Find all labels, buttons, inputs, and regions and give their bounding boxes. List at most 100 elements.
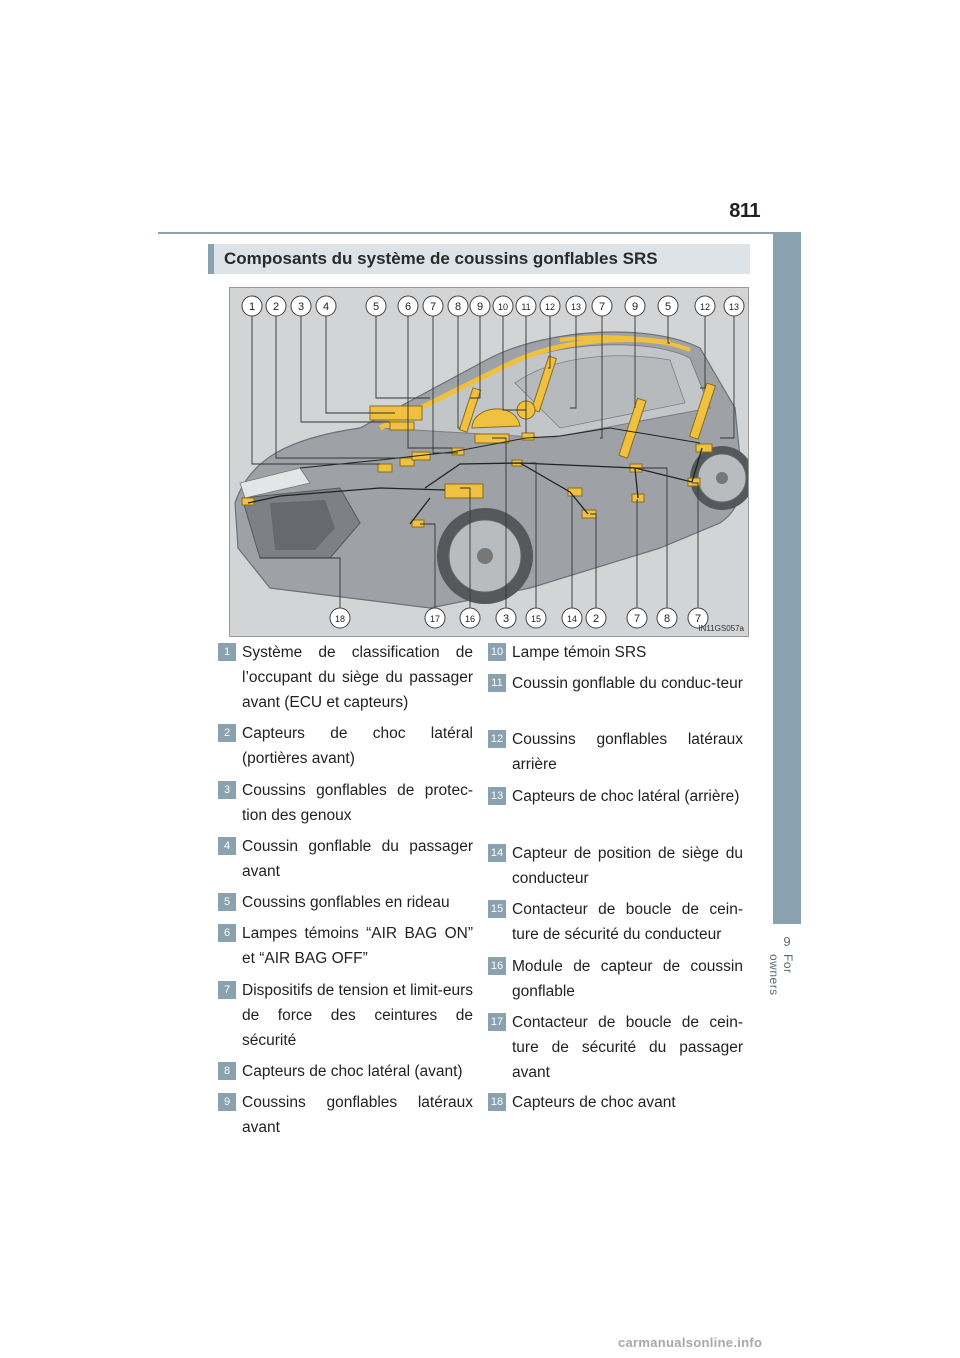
legend-number-badge: 15 (488, 900, 506, 918)
callout-top-15: 5 (658, 296, 678, 316)
chapter-number: 9 (773, 934, 801, 949)
legend-number-badge: 11 (488, 674, 506, 692)
callout-bottom-8: 8 (657, 608, 677, 628)
callout-label: 13 (571, 302, 581, 312)
legend-text: Module de capteur de coussin gonflable (512, 954, 743, 1004)
legend-number-badge: 3 (218, 781, 236, 799)
legend-text: Capteurs de choc latéral (arrière) (512, 784, 743, 809)
chapter-tab (773, 234, 801, 924)
callout-label: 7 (599, 301, 605, 313)
legend-number-badge: 13 (488, 787, 506, 805)
callout-label: 17 (430, 614, 440, 624)
callout-label: 11 (521, 302, 530, 312)
callout-bottom-5: 14 (562, 608, 582, 628)
legend-number-badge: 16 (488, 957, 506, 975)
callout-label: 10 (498, 302, 508, 312)
callout-label: 3 (503, 613, 509, 625)
callout-top-12: 13 (566, 296, 586, 316)
legend-text: Lampe témoin SRS (512, 640, 743, 665)
callout-top-16: 12 (695, 296, 715, 316)
callout-top-14: 9 (625, 296, 645, 316)
callout-top-8: 9 (470, 296, 490, 316)
legend-text: Coussins gonflables latéraux arrière (512, 727, 743, 777)
callout-top-17: 13 (724, 296, 744, 316)
section-title: Composants du système de coussins gonfla… (224, 249, 658, 269)
callout-top-6: 7 (423, 296, 443, 316)
legend-number-badge: 7 (218, 981, 236, 999)
callout-label: 7 (634, 613, 640, 625)
callout-label: 2 (273, 301, 279, 313)
chapter-title: For owners (779, 954, 795, 1014)
callout-label: 12 (700, 302, 710, 312)
callout-label: 18 (335, 614, 345, 624)
legend-text: Système de classification de l’occupant … (242, 640, 473, 715)
callout-label: 8 (664, 613, 670, 625)
watermark: carmanualsonline.info (618, 1335, 762, 1350)
legend-number-badge: 6 (218, 924, 236, 942)
callout-top-13: 7 (592, 296, 612, 316)
legend-number-badge: 12 (488, 730, 506, 748)
callout-label: 9 (477, 301, 483, 313)
callout-label: 15 (531, 614, 541, 624)
callout-top-7: 8 (448, 296, 468, 316)
callout-label: 14 (567, 614, 577, 624)
callout-top-4: 5 (366, 296, 386, 316)
legend-number-badge: 5 (218, 893, 236, 911)
callout-label: 4 (323, 301, 329, 313)
callout-top-3: 4 (316, 296, 336, 316)
callout-top-2: 3 (291, 296, 311, 316)
legend-number-badge: 18 (488, 1093, 506, 1111)
callout-top-10: 11 (516, 296, 536, 316)
legend-text: Lampes témoins “AIR BAG ON” et “AIR BAG … (242, 921, 473, 971)
legend-text: Coussin gonflable du conduc-teur (512, 671, 743, 696)
callout-label: 1 (249, 301, 255, 313)
callout-label: 13 (729, 302, 739, 312)
legend-text: Coussin gonflable du passager avant (242, 834, 473, 884)
page-number: 811 (700, 200, 760, 223)
legend-text: Contacteur de boucle de cein-ture de séc… (512, 897, 743, 947)
legend-text: Coussins gonflables en rideau (242, 890, 473, 915)
legend-text: Capteurs de choc avant (512, 1090, 743, 1115)
callout-label: 5 (665, 301, 671, 313)
callout-bottom-2: 16 (460, 608, 480, 628)
legend-text: Capteurs de choc latéral (avant) (242, 1059, 473, 1084)
legend-text: Coussins gonflables latéraux avant (242, 1090, 473, 1140)
callout-label: 16 (465, 614, 475, 624)
callout-label: 5 (373, 301, 379, 313)
callout-top-11: 12 (540, 296, 560, 316)
callout-top-0: 1 (242, 296, 262, 316)
callout-label: 6 (405, 301, 411, 313)
callout-label: 2 (593, 613, 599, 625)
legend-text: Contacteur de boucle de cein-ture de séc… (512, 1010, 743, 1085)
legend-number-badge: 14 (488, 844, 506, 862)
callout-top-5: 6 (398, 296, 418, 316)
callout-bottom-3: 3 (496, 608, 516, 628)
header-rule (158, 232, 801, 234)
section-header: Composants du système de coussins gonfla… (208, 244, 750, 274)
callout-bottom-7: 7 (627, 608, 647, 628)
legend-text: Capteurs de choc latéral (portières avan… (242, 721, 473, 771)
legend-text: Dispositifs de tension et limit-eurs de … (242, 978, 473, 1053)
leader-line (376, 316, 430, 398)
legend-number-badge: 10 (488, 643, 506, 661)
callout-label: 12 (545, 302, 555, 312)
legend-number-badge: 8 (218, 1062, 236, 1080)
callout-bottom-1: 17 (425, 608, 445, 628)
legend-number-badge: 1 (218, 643, 236, 661)
callout-bottom-0: 18 (330, 608, 350, 628)
legend-number-badge: 9 (218, 1093, 236, 1111)
callout-top-1: 2 (266, 296, 286, 316)
leader-line (326, 316, 395, 413)
callout-label: 7 (430, 301, 436, 313)
callout-label: 3 (298, 301, 304, 313)
callout-label: 8 (455, 301, 461, 313)
callout-bottom-6: 2 (586, 608, 606, 628)
callout-label: 9 (632, 301, 638, 313)
callout-top-9: 10 (493, 296, 513, 316)
legend-text: Capteur de position de siège du conducte… (512, 841, 743, 891)
legend-number-badge: 17 (488, 1013, 506, 1031)
figure-code: IN11GS057a (698, 624, 744, 633)
legend-text: Coussins gonflables de protec-tion des g… (242, 778, 473, 828)
